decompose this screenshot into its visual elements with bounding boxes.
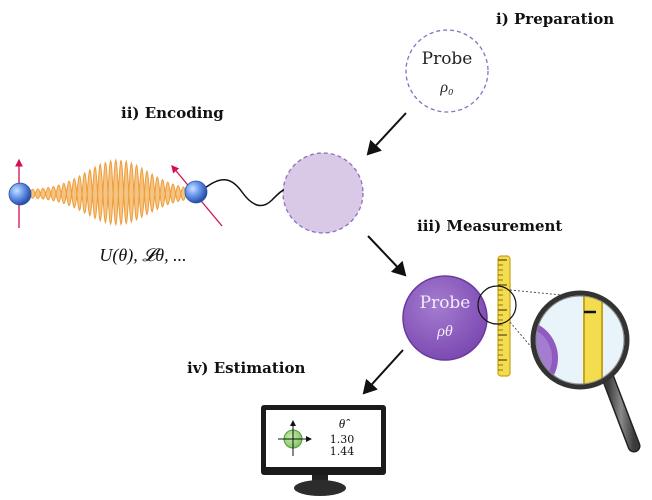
- crosshair-plot: [278, 420, 312, 456]
- encoding-formula: U(θ), 𝓛θ, ...: [99, 245, 186, 266]
- measurement-ruler: [497, 255, 511, 377]
- encoding-probe: [282, 152, 364, 234]
- monitor: θ̂ 1.30 1.44: [261, 405, 386, 496]
- estimate-value-1: 1.30: [330, 433, 355, 446]
- right-atom: [171, 165, 223, 227]
- zoom-region: [477, 285, 517, 325]
- arrow-encoding-to-measurement: [367, 235, 407, 277]
- final-probe: Probe ρθ: [402, 275, 488, 361]
- wave-packet: [29, 158, 187, 227]
- stage-label-encoding: ii) Encoding: [121, 104, 224, 122]
- initial-probe: Probe ρ₀: [405, 29, 489, 113]
- initial-probe-label: Probe: [422, 49, 473, 69]
- coupling-wire: [204, 179, 285, 207]
- left-atom: [8, 158, 32, 228]
- stage-label-preparation: i) Preparation: [496, 10, 614, 28]
- final-probe-label: Probe: [420, 293, 471, 313]
- initial-probe-state: ρ₀: [439, 79, 453, 96]
- stage-label-estimation: iv) Estimation: [187, 359, 305, 377]
- arrow-measurement-to-estimation: [362, 349, 404, 395]
- ruler-ticks: [498, 259, 507, 371]
- final-probe-state: ρθ: [436, 323, 453, 340]
- estimator-symbol: θ̂: [339, 416, 350, 431]
- estimate-value-2: 1.44: [330, 445, 355, 458]
- stage-label-measurement: iii) Measurement: [417, 217, 562, 235]
- monitor-stand: [294, 480, 346, 496]
- arrow-preparation-to-encoding: [366, 112, 407, 156]
